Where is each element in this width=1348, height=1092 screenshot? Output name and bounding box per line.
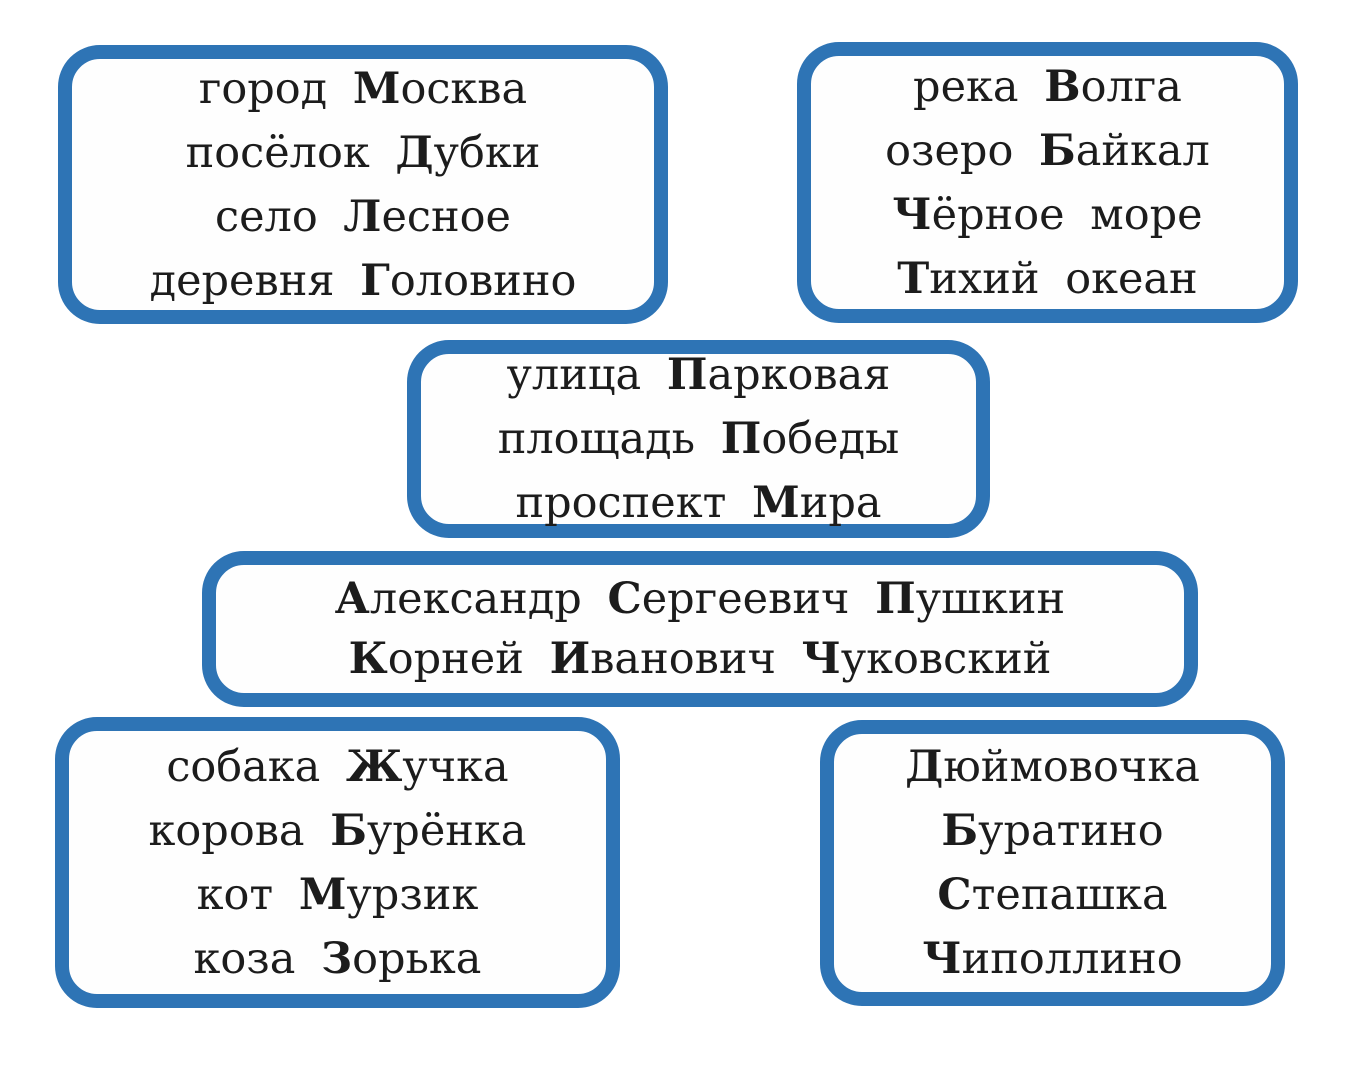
bold-capital-letter: М bbox=[752, 478, 800, 528]
bold-capital-letter: Л bbox=[343, 191, 382, 242]
box-settlements: город Москва посёлок Дубки село Лесное дере… bbox=[58, 45, 668, 324]
bold-capital-letter: П bbox=[875, 574, 916, 624]
bold-capital-letter: С bbox=[937, 870, 972, 920]
word-line: река Волга bbox=[913, 61, 1182, 112]
word-line: посёлок Дубки bbox=[185, 127, 541, 178]
bold-capital-letter: Т bbox=[897, 253, 930, 304]
word-line: Дюймовочка bbox=[905, 742, 1200, 792]
box-streets: улица Парковая площадь Победы проспект Мир… bbox=[407, 340, 990, 538]
bold-capital-letter: В bbox=[1044, 61, 1081, 112]
bold-capital-letter: К bbox=[348, 634, 388, 684]
word-line: площадь Победы bbox=[497, 414, 900, 464]
word-line: собака Жучка bbox=[166, 741, 509, 792]
word-line: кот Мурзик bbox=[196, 869, 479, 920]
bold-capital-letter: Б bbox=[941, 806, 979, 856]
bold-capital-letter: З bbox=[321, 933, 353, 984]
bold-capital-letter: Ч bbox=[892, 189, 932, 240]
bold-capital-letter: Д bbox=[395, 127, 434, 178]
bold-capital-letter: Ч bbox=[922, 934, 962, 984]
bold-capital-letter: И bbox=[549, 634, 591, 684]
bold-capital-letter: Б bbox=[1039, 125, 1076, 176]
word-line: коза Зорька bbox=[193, 933, 482, 984]
bold-capital-letter: Д bbox=[905, 742, 944, 792]
word-line: озеро Байкал bbox=[885, 125, 1210, 176]
bold-capital-letter: С bbox=[607, 574, 642, 624]
word-line: село Лесное bbox=[215, 191, 511, 242]
bold-capital-letter: Ч bbox=[801, 634, 841, 684]
word-line: Буратино bbox=[941, 806, 1164, 856]
word-line: улица Парковая bbox=[506, 350, 891, 400]
word-line: город Москва bbox=[198, 63, 528, 114]
bold-capital-letter: Б bbox=[330, 805, 367, 856]
bold-capital-letter: А bbox=[334, 574, 370, 624]
bold-capital-letter: П bbox=[666, 350, 708, 400]
box-animal-names: собака Жучка корова Бурёнка кот Мурзик коза… bbox=[55, 717, 620, 1008]
word-line: проспект Мира bbox=[515, 478, 882, 528]
word-line: Чёрное море bbox=[892, 189, 1203, 240]
bold-capital-letter: П bbox=[720, 414, 762, 464]
bold-capital-letter: М bbox=[352, 63, 401, 114]
bold-capital-letter: Г bbox=[360, 255, 390, 306]
word-line: деревня Головино bbox=[149, 255, 577, 306]
word-line: Александр Сергеевич Пушкин bbox=[334, 574, 1066, 624]
word-line: Тихий океан bbox=[897, 253, 1198, 304]
word-line: Корней Иванович Чуковский bbox=[348, 634, 1052, 684]
bold-capital-letter: Ж bbox=[346, 741, 403, 792]
word-line: Степашка bbox=[937, 870, 1168, 920]
bold-capital-letter: М bbox=[298, 869, 347, 920]
word-line: корова Бурёнка bbox=[148, 805, 527, 856]
word-line: Чиполлино bbox=[922, 934, 1183, 984]
